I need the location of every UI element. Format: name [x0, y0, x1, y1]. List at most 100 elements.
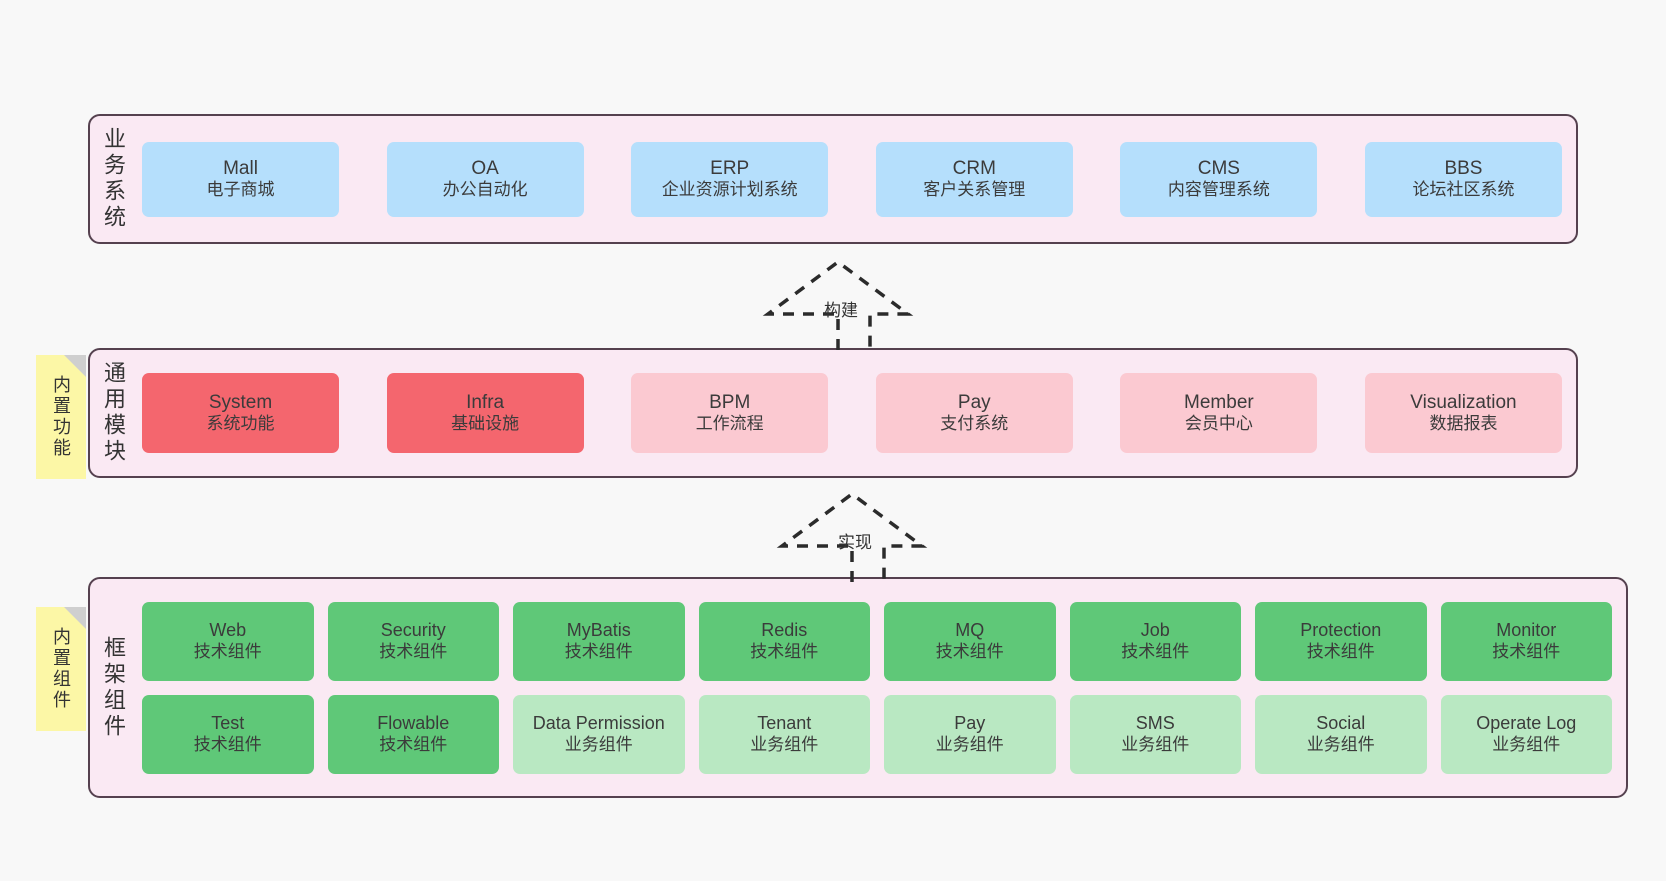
node-subtitle: 技术组件 — [750, 641, 819, 661]
node-title: Pay — [957, 392, 991, 414]
node-pay-module[interactable]: Pay 支付系统 — [875, 373, 1073, 453]
node-subtitle: 技术组件 — [935, 641, 1004, 661]
sticky-fold-icon — [64, 607, 86, 629]
sticky-note-builtin-components: 内置组件 — [36, 607, 86, 731]
node-title: CRM — [952, 158, 996, 180]
node-subtitle: 业务组件 — [1121, 734, 1190, 754]
node-title: Protection — [1300, 619, 1382, 640]
node-visualization[interactable]: Visualization 数据报表 — [1364, 373, 1562, 453]
node-title: Redis — [761, 619, 808, 640]
arrow-build: 构建 — [750, 258, 950, 350]
node-system[interactable]: System 系统功能 — [142, 373, 339, 453]
node-subtitle: 数据报表 — [1429, 414, 1498, 434]
node-bpm[interactable]: BPM 工作流程 — [631, 373, 829, 453]
node-title: BPM — [709, 392, 751, 414]
node-title: Social — [1316, 712, 1366, 733]
node-title: Mall — [223, 158, 258, 180]
node-title: Data Permission — [532, 712, 665, 733]
node-infra[interactable]: Infra 基础设施 — [386, 373, 584, 453]
node-subtitle: 业务组件 — [750, 734, 819, 754]
sticky-fold-icon — [64, 355, 86, 377]
node-subtitle: 办公自动化 — [442, 180, 528, 200]
node-subtitle: 技术组件 — [564, 641, 633, 661]
node-subtitle: 基础设施 — [451, 414, 520, 434]
node-title: Pay — [954, 712, 986, 733]
node-monitor[interactable]: Monitor 技术组件 — [1440, 601, 1612, 681]
node-title: Test — [211, 712, 245, 733]
node-subtitle: 技术组件 — [1121, 641, 1190, 661]
node-mq[interactable]: MQ 技术组件 — [884, 601, 1056, 681]
node-flowable[interactable]: Flowable 技术组件 — [327, 694, 499, 774]
node-cms[interactable]: CMS 内容管理系统 — [1120, 141, 1318, 217]
section-label-business-systems: 业务系统 — [101, 127, 126, 231]
node-operate-log[interactable]: Operate Log 业务组件 — [1440, 694, 1612, 774]
node-title: System — [208, 392, 273, 414]
node-subtitle: 支付系统 — [940, 414, 1009, 434]
node-subtitle: 客户关系管理 — [923, 180, 1026, 200]
section-business-systems: 业务系统 Mall 电子商城 OA 办公自动化 ERP 企业资源计划系统 CRM… — [88, 114, 1578, 244]
node-title: MQ — [955, 619, 985, 640]
node-redis[interactable]: Redis 技术组件 — [698, 601, 870, 681]
node-title: OA — [471, 158, 499, 180]
node-protection[interactable]: Protection 技术组件 — [1255, 601, 1427, 681]
common-modules-box-list: System 系统功能 Infra 基础设施 BPM 工作流程 Pay 支付系统… — [136, 350, 1576, 476]
node-title: Web — [209, 619, 247, 640]
node-subtitle: 业务组件 — [1492, 734, 1561, 754]
business-systems-box-list: Mall 电子商城 OA 办公自动化 ERP 企业资源计划系统 CRM 客户关系… — [136, 116, 1576, 242]
node-mybatis[interactable]: MyBatis 技术组件 — [513, 601, 685, 681]
node-subtitle: 企业资源计划系统 — [661, 180, 798, 200]
node-bbs[interactable]: BBS 论坛社区系统 — [1364, 141, 1562, 217]
arrow-implement-label: 实现 — [838, 533, 872, 552]
node-subtitle: 技术组件 — [379, 641, 448, 661]
node-title: Monitor — [1496, 619, 1557, 640]
node-data-permission[interactable]: Data Permission 业务组件 — [513, 694, 685, 774]
node-job[interactable]: Job 技术组件 — [1069, 601, 1241, 681]
framework-components-row-biz: Test 技术组件 Flowable 技术组件 Data Permission … — [142, 694, 1612, 774]
node-subtitle: 内容管理系统 — [1167, 180, 1270, 200]
section-framework-components: 框架组件 Web 技术组件 Security 技术组件 MyBatis 技术组件… — [88, 577, 1628, 798]
node-member[interactable]: Member 会员中心 — [1120, 373, 1318, 453]
node-subtitle: 技术组件 — [193, 641, 262, 661]
node-mall[interactable]: Mall 电子商城 — [142, 141, 339, 217]
node-oa[interactable]: OA 办公自动化 — [386, 141, 584, 217]
node-subtitle: 技术组件 — [1306, 641, 1375, 661]
node-subtitle: 系统功能 — [206, 414, 275, 434]
node-subtitle: 业务组件 — [564, 734, 633, 754]
framework-components-grid: Web 技术组件 Security 技术组件 MyBatis 技术组件 Redi… — [136, 579, 1626, 796]
node-title: Infra — [466, 392, 505, 414]
node-title: BBS — [1444, 158, 1483, 180]
node-title: MyBatis — [566, 619, 631, 640]
node-sms[interactable]: SMS 业务组件 — [1069, 694, 1241, 774]
node-social[interactable]: Social 业务组件 — [1255, 694, 1427, 774]
node-pay-component[interactable]: Pay 业务组件 — [884, 694, 1056, 774]
sticky-note-label: 内置功能 — [51, 375, 71, 459]
node-subtitle: 业务组件 — [1306, 734, 1375, 754]
node-title: Security — [380, 619, 446, 640]
node-security[interactable]: Security 技术组件 — [327, 601, 499, 681]
node-subtitle: 论坛社区系统 — [1412, 180, 1515, 200]
sticky-note-label: 内置组件 — [51, 627, 71, 711]
node-erp[interactable]: ERP 企业资源计划系统 — [631, 141, 829, 217]
arrow-build-label: 构建 — [824, 301, 858, 320]
node-title: ERP — [710, 158, 750, 180]
node-title: CMS — [1197, 158, 1240, 180]
node-tenant[interactable]: Tenant 业务组件 — [698, 694, 870, 774]
node-crm[interactable]: CRM 客户关系管理 — [875, 141, 1073, 217]
framework-components-row-tech: Web 技术组件 Security 技术组件 MyBatis 技术组件 Redi… — [142, 601, 1612, 681]
node-subtitle: 电子商城 — [206, 180, 275, 200]
section-label-common-modules: 通用模块 — [101, 361, 126, 465]
node-subtitle: 会员中心 — [1184, 414, 1253, 434]
node-subtitle: 业务组件 — [935, 734, 1004, 754]
node-title: Member — [1184, 392, 1254, 414]
node-subtitle: 技术组件 — [193, 734, 262, 754]
node-title: SMS — [1135, 712, 1175, 733]
arrow-implement: 实现 — [764, 490, 964, 582]
node-title: Tenant — [757, 712, 812, 733]
node-test[interactable]: Test 技术组件 — [142, 694, 314, 774]
node-title: Operate Log — [1476, 712, 1577, 733]
node-title: Flowable — [377, 712, 450, 733]
node-web[interactable]: Web 技术组件 — [142, 601, 314, 681]
node-subtitle: 技术组件 — [379, 734, 448, 754]
node-title: Visualization — [1410, 392, 1517, 414]
